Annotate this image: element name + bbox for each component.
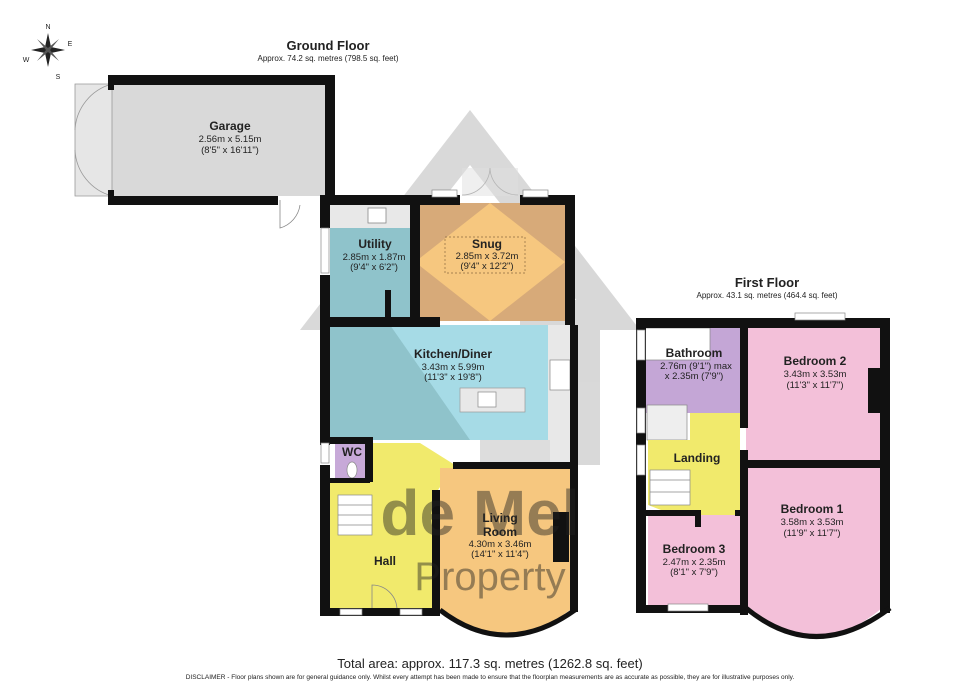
svg-text:Kitchen/Diner: Kitchen/Diner (414, 347, 492, 361)
svg-text:3.43m x 3.53m: 3.43m x 3.53m (784, 369, 847, 380)
room-garage (112, 84, 326, 196)
label-kitchen-diner: Kitchen/Diner 3.43m x 5.99m (11'3" x 19'… (414, 347, 492, 383)
svg-text:Room: Room (483, 525, 517, 539)
svg-text:3.58m x 3.53m: 3.58m x 3.53m (781, 517, 844, 528)
svg-text:(11'3" x 19'8"): (11'3" x 19'8") (424, 372, 482, 383)
compass-n: N (45, 24, 50, 31)
room-living-room (440, 468, 570, 635)
toilet-icon (346, 461, 358, 479)
svg-text:(11'3" x 11'7"): (11'3" x 11'7") (786, 380, 843, 391)
room-hall (320, 443, 455, 610)
svg-text:2.85m x 1.87m: 2.85m x 1.87m (343, 252, 406, 263)
disclaimer: DISCLAIMER - Floor plans shown are for g… (185, 674, 795, 681)
svg-text:Bedroom 1: Bedroom 1 (781, 502, 844, 516)
svg-text:(14'1" x 11'4"): (14'1" x 11'4") (471, 549, 529, 560)
hob-icon (549, 359, 571, 391)
svg-text:2.56m x 5.15m: 2.56m x 5.15m (199, 134, 262, 145)
watermark-text: de Mel (380, 477, 579, 549)
svg-text:x 2.35m (7'9"): x 2.35m (7'9") (665, 371, 724, 382)
label-bathroom: Bathroom 2.76m (9'1") max x 2.35m (7'9") (660, 346, 732, 382)
label-utility: Utility 2.85m x 1.87m (9'4" x 6'2") (343, 237, 406, 273)
shower-icon (646, 404, 688, 441)
label-wc: WC (342, 445, 362, 459)
svg-text:4.30m x 3.46m: 4.30m x 3.46m (469, 539, 532, 550)
svg-text:Bedroom 2: Bedroom 2 (784, 354, 847, 368)
label-bedroom-3: Bedroom 3 2.47m x 2.35m (8'1" x 7'9") (663, 542, 726, 578)
label-bedroom-1: Bedroom 1 3.58m x 3.53m (11'9" x 11'7") (781, 502, 844, 539)
svg-text:Bathroom: Bathroom (666, 346, 723, 360)
sink-icon (367, 207, 387, 224)
svg-text:(9'4" x 6'2"): (9'4" x 6'2") (350, 262, 398, 273)
room-bedroom-1 (746, 468, 882, 637)
svg-text:Bedroom 3: Bedroom 3 (663, 542, 726, 556)
svg-text:(11'9" x 11'7"): (11'9" x 11'7") (783, 528, 840, 539)
svg-text:Living: Living (482, 511, 517, 525)
svg-text:3.43m x 5.99m: 3.43m x 5.99m (422, 362, 485, 373)
first-floor-plan (636, 312, 892, 639)
svg-text:Snug: Snug (472, 237, 502, 251)
label-bedroom-2: Bedroom 2 3.43m x 3.53m (11'3" x 11'7") (784, 354, 847, 391)
compass-e: E (68, 41, 73, 48)
room-bedroom-3 (648, 515, 742, 608)
room-bedroom-2 (746, 328, 882, 462)
compass-s: S (56, 74, 61, 81)
svg-text:(8'5" x 16'11"): (8'5" x 16'11") (201, 145, 259, 156)
svg-text:(8'1" x 7'9"): (8'1" x 7'9") (670, 567, 718, 578)
ground-floor-area: Approx. 74.2 sq. metres (798.5 sq. feet) (258, 54, 399, 63)
svg-text:2.85m x 3.72m: 2.85m x 3.72m (456, 251, 519, 262)
svg-text:Garage: Garage (209, 119, 251, 133)
label-hall: Hall (374, 554, 396, 568)
first-floor-area: Approx. 43.1 sq. metres (464.4 sq. feet) (697, 291, 838, 300)
svg-text:Utility: Utility (358, 237, 392, 251)
first-floor-title: First Floor (735, 275, 799, 290)
total-area: Total area: approx. 117.3 sq. metres (12… (337, 656, 643, 671)
svg-text:2.76m (9'1") max: 2.76m (9'1") max (660, 361, 732, 372)
label-snug: Snug 2.85m x 3.72m (9'4" x 12'2") (456, 237, 519, 272)
label-landing: Landing (674, 451, 721, 465)
bath-icon (644, 327, 711, 361)
label-living-room: Living Room 4.30m x 3.46m (14'1" x 11'4"… (469, 511, 532, 560)
compass-w: W (23, 57, 30, 64)
label-garage: Garage 2.56m x 5.15m (8'5" x 16'11") (199, 119, 262, 156)
svg-text:(9'4" x 12'2"): (9'4" x 12'2") (460, 261, 513, 272)
ground-floor-title: Ground Floor (286, 38, 369, 53)
svg-text:2.47m x 2.35m: 2.47m x 2.35m (663, 557, 726, 568)
ground-floor-plan (74, 75, 578, 638)
compass-rose-icon: N S E W (23, 24, 73, 81)
watermark-text-2: Property (414, 555, 565, 599)
